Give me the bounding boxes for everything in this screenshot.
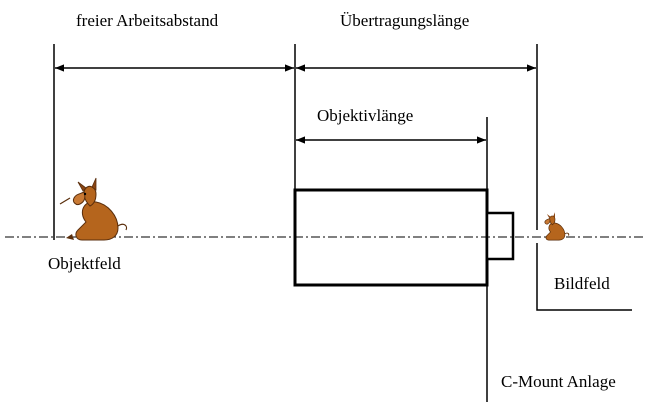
donkey-icon [59,177,128,241]
c-mount-label: C-Mount Anlage [501,372,616,391]
lens-length-label: Objektivlänge [317,106,414,125]
object-field-label: Objektfeld [48,254,121,273]
working-distance-label: freier Arbeitsabstand [76,11,219,30]
image-field-label: Bildfeld [554,274,610,293]
transfer-length-label: Übertragungslänge [340,11,470,30]
donkey-small-icon [544,212,570,241]
c-mount-thread [485,211,515,261]
image-field-ledge [536,243,632,311]
